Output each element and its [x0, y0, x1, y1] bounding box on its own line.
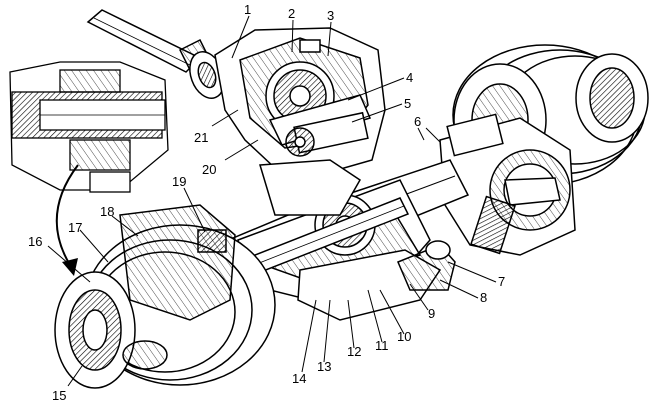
callout-16: 16 [28, 234, 42, 249]
callout-11: 11 [375, 338, 389, 353]
main-drive-housing [214, 27, 386, 173]
left-wheel-hub [54, 204, 276, 389]
callout-20: 20 [202, 162, 216, 177]
callout-1: 1 [244, 2, 251, 17]
callout-10: 10 [397, 329, 411, 344]
callout-3: 3 [327, 8, 334, 23]
right-axle-end [439, 113, 576, 256]
callout-19: 19 [172, 174, 186, 189]
leader-lines [47, 15, 497, 387]
callout-14: 14 [292, 371, 306, 386]
callout-21: 21 [194, 130, 208, 145]
callout-6: 6 [414, 114, 421, 129]
callout-12: 12 [347, 344, 361, 359]
callout-2: 2 [288, 6, 295, 21]
callout-4: 4 [406, 70, 413, 85]
propeller-shaft [86, 9, 225, 99]
callout-7: 7 [498, 274, 505, 289]
inset-arrow [55, 164, 79, 266]
callout-9: 9 [428, 306, 435, 321]
callout-18: 18 [100, 204, 114, 219]
lower-bracket [297, 240, 456, 321]
callout-15: 15 [52, 388, 66, 403]
callout-8: 8 [480, 290, 487, 305]
inset-detail [9, 61, 169, 193]
callout-13: 13 [317, 359, 331, 374]
callout-labels: 1 2 3 4 5 6 7 8 9 10 11 12 13 14 15 16 1… [28, 2, 505, 403]
inset-arrowhead [62, 258, 78, 276]
callout-17: 17 [68, 220, 82, 235]
callout-5: 5 [404, 96, 411, 111]
